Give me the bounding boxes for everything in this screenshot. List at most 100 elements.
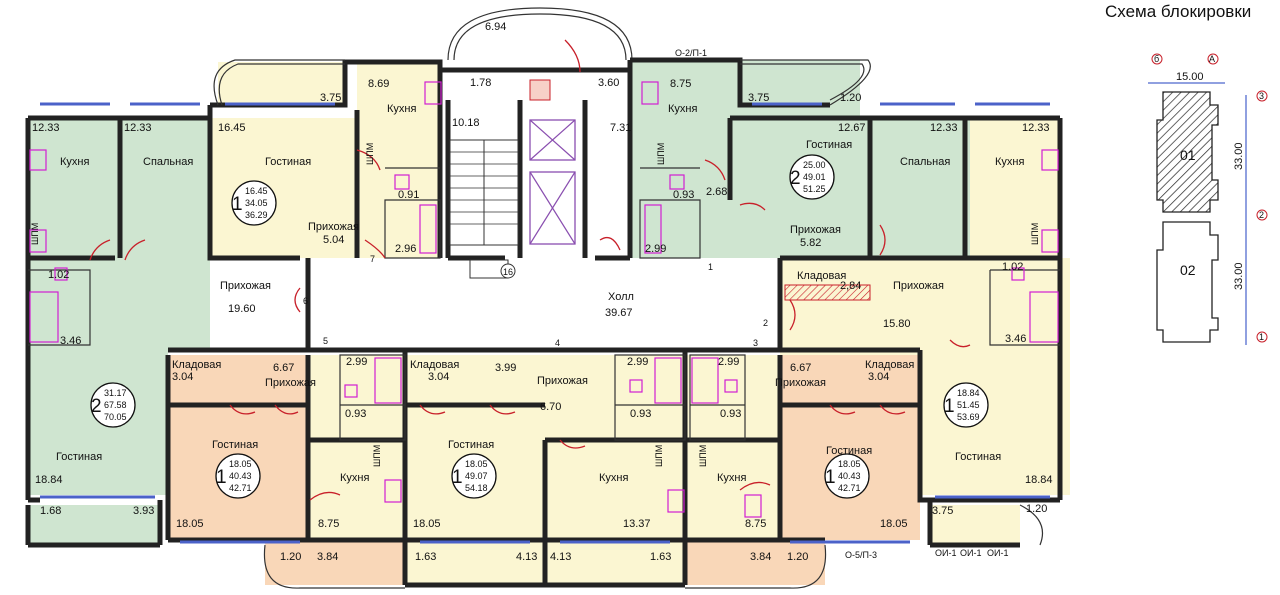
area: 3.75 [932, 505, 953, 517]
axis-label: 2 [1259, 210, 1264, 220]
area: 15.80 [883, 318, 911, 330]
shaft-label: ШПМ [1030, 223, 1040, 245]
area: 2.99 [718, 356, 739, 368]
area: 5.82 [800, 237, 821, 249]
room-label: Прихожая [775, 377, 826, 389]
apartment-badges: 1 16.45 34.05 36.29 2 25.00 49.01 51.25 … [90, 154, 989, 499]
block-label: 01 [1180, 147, 1196, 163]
room-label: Кухня [387, 103, 416, 115]
block-scheme: Схема блокировки б А 15.00 01 02 3 2 1 3… [1105, 2, 1268, 345]
area: 1.20 [1026, 503, 1047, 515]
shaft-label: ШПМ [372, 445, 382, 467]
room-label: Прихожая [893, 280, 944, 292]
area: 39.67 [605, 307, 633, 319]
area: 1.63 [650, 551, 671, 563]
area: 6.67 [790, 362, 811, 374]
svg-text:2: 2 [91, 396, 102, 417]
shaft-label: ШПМ [698, 445, 708, 467]
area: 1.20 [787, 551, 808, 563]
svg-text:18.05: 18.05 [838, 459, 861, 469]
area: 12.33 [32, 122, 60, 134]
shaft-label: ШПМ [365, 143, 375, 165]
marker: 1 [708, 262, 713, 272]
area: 1.78 [470, 77, 491, 89]
area: 0.93 [630, 408, 651, 420]
axis-label: б [1154, 54, 1159, 64]
area: 3.04 [172, 371, 193, 383]
room-label: Кухня [340, 472, 369, 484]
svg-text:34.05: 34.05 [245, 198, 268, 208]
svg-text:53.69: 53.69 [957, 412, 980, 422]
svg-text:40.43: 40.43 [229, 471, 252, 481]
area: 3.46 [60, 335, 81, 347]
area: 8.69 [368, 78, 389, 90]
room-label: Прихожая [265, 377, 316, 389]
area: 12.33 [930, 122, 958, 134]
area: 6.70 [540, 401, 561, 413]
room-label: Гостиная [56, 451, 102, 463]
area: 1.20 [280, 551, 301, 563]
svg-text:36.29: 36.29 [245, 210, 268, 220]
room-label: Прихожая [220, 280, 271, 292]
area: 3.60 [598, 77, 619, 89]
area: 2.99 [627, 356, 648, 368]
area: 13.37 [623, 518, 651, 530]
area: 3.84 [750, 551, 771, 563]
svg-text:1: 1 [944, 396, 955, 417]
area: 12.67 [838, 122, 866, 134]
area: 2.99 [645, 243, 666, 255]
fixtures [29, 79, 1059, 518]
block-label: 02 [1180, 262, 1196, 278]
area: ОИ-1 [960, 548, 981, 558]
room-label: Гостиная [212, 439, 258, 451]
svg-text:42.71: 42.71 [838, 483, 861, 493]
svg-text:42.71: 42.71 [229, 483, 252, 493]
area: 8.75 [318, 518, 339, 530]
apartment-badge: 1 18.05 40.43 42.71 [824, 453, 870, 499]
room-label: Кладовая [865, 359, 914, 371]
room-label: Спальная [143, 156, 193, 168]
axis-label: А [1209, 54, 1215, 64]
area: 6.67 [273, 362, 294, 374]
apartment-badge: 2 25.00 49.01 51.25 [789, 154, 835, 200]
area: 2.68 [706, 186, 727, 198]
area: 12.33 [124, 122, 152, 134]
svg-text:51.25: 51.25 [803, 184, 826, 194]
apartment-badge: 1 18.05 40.43 42.71 [215, 453, 261, 499]
area: 1.63 [415, 551, 436, 563]
area: 16.45 [218, 122, 246, 134]
room-label: Кухня [60, 156, 89, 168]
svg-text:18.05: 18.05 [229, 459, 252, 469]
svg-text:49.07: 49.07 [465, 471, 488, 481]
area: 18.84 [35, 474, 63, 486]
room-labels: Кухня Спальная Гостиная Прихожая Кухня К… [56, 103, 1024, 484]
marker: 2 [763, 318, 768, 328]
svg-text:16.45: 16.45 [245, 186, 268, 196]
area: 0.93 [720, 408, 741, 420]
svg-text:31.17: 31.17 [104, 388, 127, 398]
svg-text:49.01: 49.01 [803, 172, 826, 182]
svg-text:1: 1 [825, 467, 836, 488]
area: 18.05 [176, 518, 204, 530]
area: 2.96 [395, 243, 416, 255]
room-label: Кухня [668, 103, 697, 115]
area: 12.33 [1022, 122, 1050, 134]
scheme-dimension: 33.00 [1233, 142, 1245, 170]
area: 4.13 [516, 551, 537, 563]
svg-text:1: 1 [216, 467, 227, 488]
area: 2,84 [840, 280, 861, 292]
marker: 4 [555, 338, 560, 348]
area: 0.93 [345, 408, 366, 420]
apartment-badge: 1 18.84 51.45 53.69 [943, 382, 989, 428]
room-label: Гостиная [806, 139, 852, 151]
area: 3.93 [133, 505, 154, 517]
area: 18.84 [1025, 474, 1053, 486]
area: 18.05 [880, 518, 908, 530]
svg-text:1: 1 [452, 467, 463, 488]
area: 3.75 [748, 92, 769, 104]
room-label: Кухня [717, 472, 746, 484]
area: O-5/П-3 [845, 550, 877, 560]
area: 7.31 [610, 122, 631, 134]
svg-text:25.00: 25.00 [803, 160, 826, 170]
apartment-badge: 1 18.05 49.07 54.18 [451, 453, 497, 499]
